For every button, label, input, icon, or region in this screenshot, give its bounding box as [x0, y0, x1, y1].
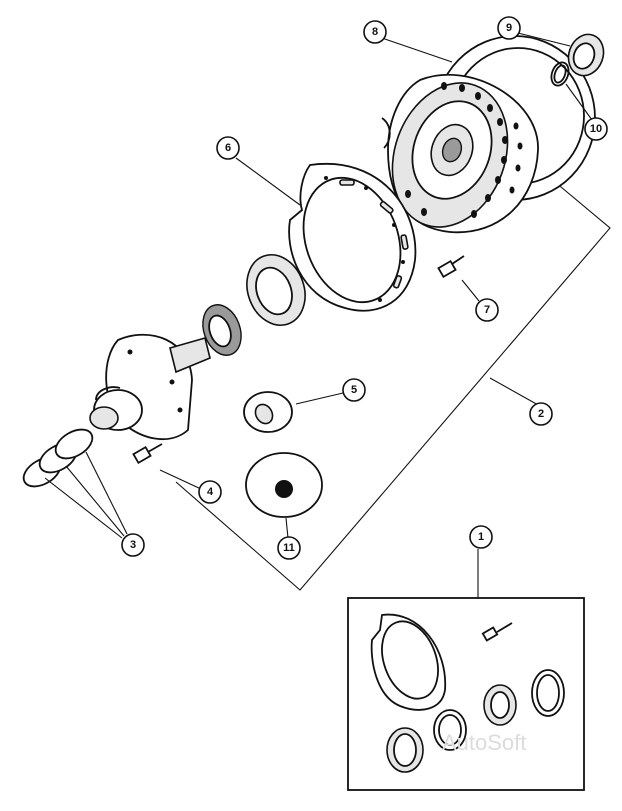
svg-text:1: 1: [478, 531, 484, 543]
kit-box: [347, 597, 585, 791]
reaction-shaft-support: [89, 333, 211, 441]
seal-rings-3: [22, 428, 94, 488]
svg-text:6: 6: [225, 142, 231, 154]
gasket-plate: [288, 162, 417, 312]
svg-text:11: 11: [283, 542, 295, 554]
svg-text:7: 7: [484, 304, 490, 316]
svg-text:10: 10: [590, 123, 602, 135]
svg-text:3: 3: [130, 539, 136, 551]
callout-9: 9: [497, 16, 521, 40]
callout-5: 5: [342, 378, 366, 402]
svg-text:8: 8: [372, 26, 378, 38]
outer-seal: [246, 254, 306, 326]
callout-8: 8: [363, 20, 387, 44]
callout-6: 6: [216, 136, 240, 160]
callout-1: 1: [469, 525, 493, 549]
plug-5: [243, 391, 293, 433]
svg-text:2: 2: [538, 408, 544, 420]
svg-text:5: 5: [351, 384, 357, 396]
seal-ring-9: [567, 33, 605, 77]
svg-text:9: 9: [506, 22, 512, 34]
callout-3: 3: [121, 533, 145, 557]
o-ring-10: [550, 61, 570, 87]
bolt-7: [437, 255, 465, 279]
callout-4: 4: [198, 480, 222, 504]
callout-11: 11: [277, 536, 301, 560]
pump-body: [381, 35, 596, 234]
watermark: AutoSoft: [442, 730, 526, 755]
bolt-4: [132, 443, 163, 465]
disc-11: [245, 452, 323, 518]
callout-10: 10: [584, 117, 608, 141]
callout-7: 7: [475, 298, 499, 322]
leader-lines: [44, 32, 593, 598]
callout-2: 2: [529, 402, 553, 426]
gear: [202, 304, 242, 356]
svg-text:4: 4: [207, 486, 214, 498]
assembly-bracket-2: [175, 181, 611, 591]
